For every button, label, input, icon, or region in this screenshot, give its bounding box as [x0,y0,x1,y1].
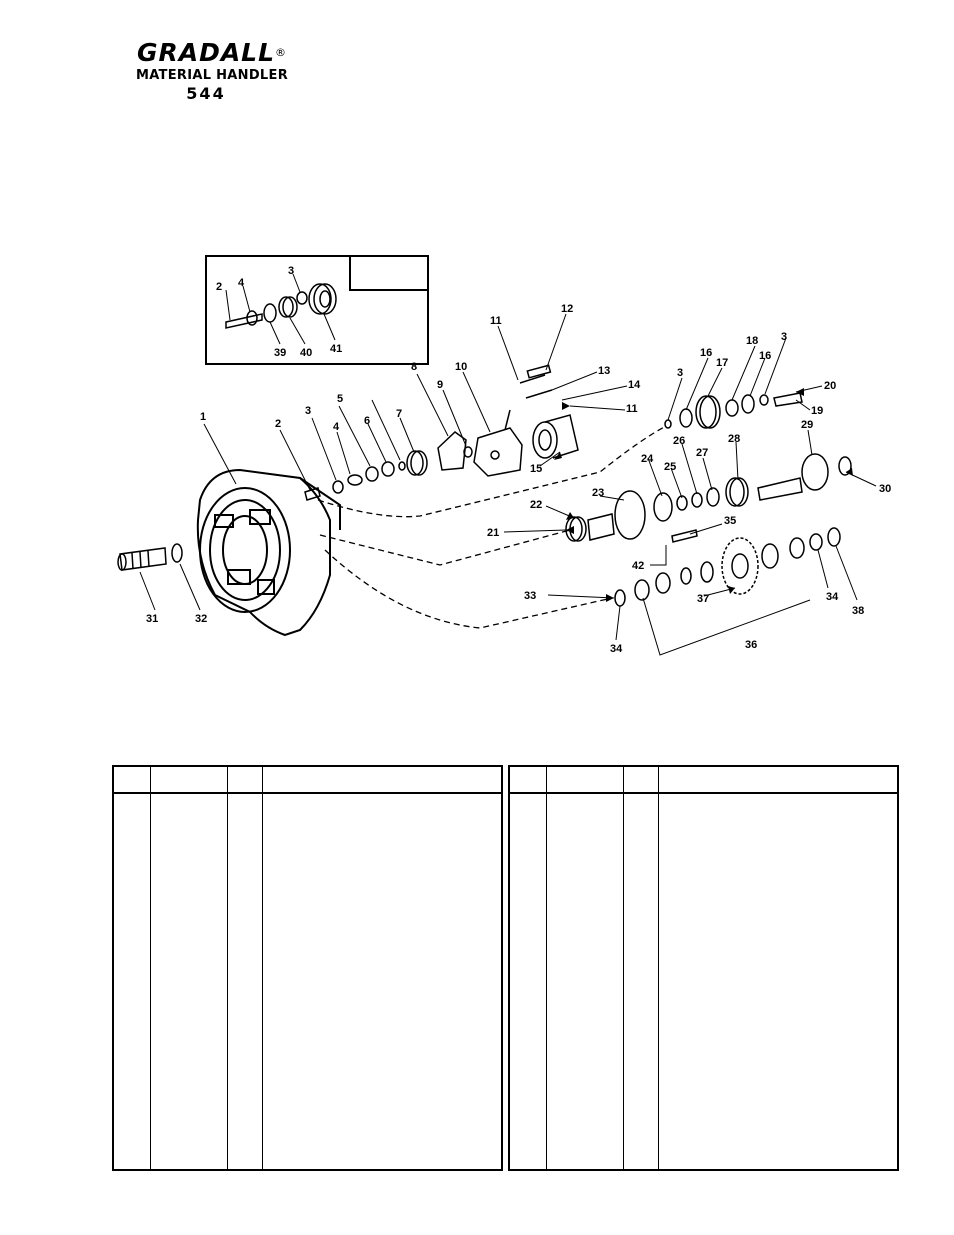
table-header-row [112,766,503,794]
inset-callout-3: 3 [288,265,294,277]
col-qty-header [622,766,659,794]
callout-31: 31 [146,613,158,625]
callout-3c: 3 [781,331,787,343]
inset-callout-2: 2 [216,281,222,293]
callout-22: 22 [530,499,542,511]
callout-5: 5 [337,393,343,405]
callout-29: 29 [801,419,813,431]
inset-box [205,255,429,365]
table-row [112,793,503,1170]
callout-24: 24 [641,453,654,465]
callout-34b: 34 [826,591,839,603]
callout-19: 19 [811,405,823,417]
callout-8: 8 [411,361,417,373]
callout-25: 25 [664,461,676,473]
callout-27: 27 [696,447,708,459]
input-shaft [117,543,183,571]
col-description-header [657,766,899,794]
callout-16b: 16 [759,350,771,362]
callout-36: 36 [745,639,757,651]
lower-shaft-assembly [614,527,841,607]
callout-3b: 3 [677,367,683,379]
callout-3: 3 [305,405,311,417]
callout-15: 15 [530,463,542,475]
callout-18: 18 [746,335,758,347]
col-description-header [261,766,503,794]
callout-35: 35 [724,515,736,527]
callout-42: 42 [632,560,644,572]
table-header-row [508,766,899,794]
callout-13: 13 [598,365,610,377]
callout-16: 16 [700,347,712,359]
callout-9: 9 [437,379,443,391]
callout-17: 17 [716,357,728,369]
callout-26: 26 [673,435,685,447]
callout-33: 33 [524,590,536,602]
callout-14: 14 [628,379,641,391]
brand-name: GRADALL [136,38,276,67]
parts-table-right [508,765,899,1171]
table-row [508,793,899,1170]
col-qty-header [226,766,263,794]
callout-11: 11 [490,315,502,327]
inset-parts [225,283,337,329]
callout-32: 32 [195,613,207,625]
upper-right-gears [664,392,803,429]
pump-assembly [437,364,579,477]
leader-lines [139,273,877,656]
parts-table-left [112,765,503,1171]
exploded-parts-diagram: 1 2 3 4 5 6 7 8 9 10 11 12 13 14 11 15 3… [117,255,891,656]
inset-callout-40: 40 [300,347,312,359]
assembly-lines [317,425,667,629]
upper-gear-train [304,450,428,501]
callout-1: 1 [200,411,206,423]
callout-10: 10 [455,361,467,373]
registered-mark: ® [275,46,288,59]
col-part-number-header [545,766,624,794]
middle-shaft-assembly [565,453,852,543]
brand-model: 544 [186,84,226,103]
col-part-number-header [149,766,228,794]
arrowheads [554,388,853,602]
inset-callout-39: 39 [274,347,286,359]
callout-23: 23 [592,487,604,499]
brand-subtitle: MATERIAL HANDLER [135,68,289,83]
inset-callout-41: 41 [330,343,342,355]
col-item-header [112,766,151,794]
brand-header: GRADALL® MATERIAL HANDLER 544 [112,38,312,104]
callout-30: 30 [879,483,891,495]
callout-21: 21 [487,527,499,539]
brand-logo: GRADALL® [112,38,312,68]
callout-2: 2 [275,418,281,430]
inset-callout-4: 4 [238,277,245,289]
callout-34: 34 [610,643,623,655]
callout-11b: 11 [626,403,638,415]
callout-37: 37 [697,593,709,605]
callout-20: 20 [824,380,836,392]
callout-28: 28 [728,433,740,445]
callout-7: 7 [396,408,402,420]
callout-labels: 1 2 3 4 5 6 7 8 9 10 11 12 13 14 11 15 3… [146,265,891,655]
col-item-header [508,766,547,794]
transmission-housing [196,468,341,637]
callout-4: 4 [333,421,340,433]
callout-38: 38 [852,605,864,617]
callout-12: 12 [561,303,573,315]
callout-6: 6 [364,415,370,427]
